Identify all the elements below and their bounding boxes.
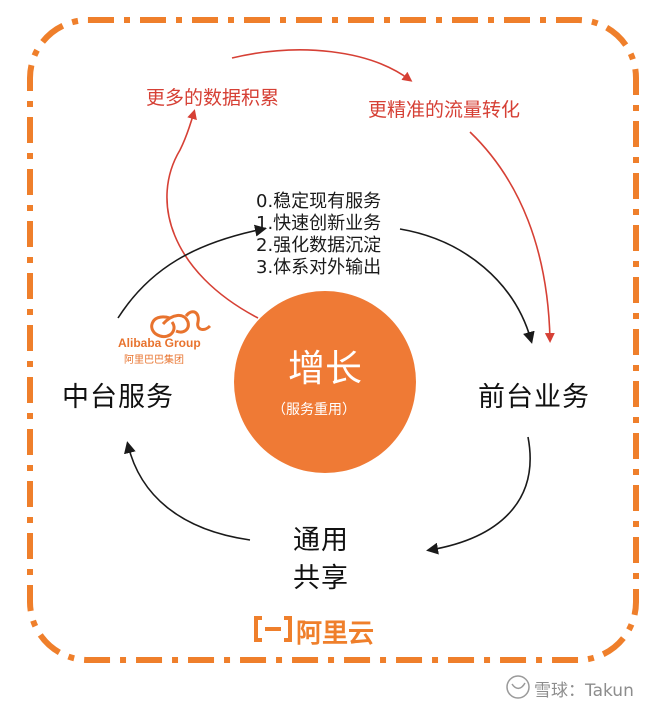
node-front-business: 前台业务	[478, 382, 590, 413]
node-shared-line2: 共享	[293, 563, 349, 594]
aliyun-logo-text: 阿里云	[296, 619, 375, 649]
capability-list: 0.稳定现有服务 1.快速创新业务 2.强化数据沉淀 3.体系对外输出	[256, 191, 381, 279]
center-title: 增长	[288, 347, 362, 390]
node-middle-platform: 中台服务	[62, 382, 174, 413]
red-arrow-up	[166, 109, 259, 319]
growth-circle	[234, 291, 416, 473]
label-precise-conversion: 更精准的流量转化	[368, 99, 521, 121]
alibaba-logo-icon	[150, 310, 212, 339]
watermark-text: 雪球：Takun	[534, 681, 634, 701]
node-shared-line1: 通用	[293, 525, 349, 556]
capability-item: 0.稳定现有服务	[256, 191, 382, 212]
capability-item: 3.体系对外输出	[256, 257, 382, 278]
label-more-data: 更多的数据积累	[146, 87, 280, 109]
black-arrow-top-right	[399, 228, 535, 344]
capability-item: 1.快速创新业务	[256, 213, 382, 234]
black-arrow-top-left	[117, 224, 267, 319]
capability-item: 2.强化数据沉淀	[256, 235, 382, 256]
black-arrow-right	[426, 436, 531, 555]
black-arrow-left	[124, 441, 251, 541]
xueqiu-icon	[506, 675, 530, 699]
center-subtitle: （服务重用）	[272, 402, 356, 418]
red-arrow-top	[231, 49, 413, 82]
aliyun-logo-icon	[254, 616, 292, 642]
dashed-frame	[27, 17, 639, 663]
alibaba-wordmark: Alibaba Group	[118, 336, 201, 350]
red-arrow-down	[469, 131, 555, 343]
alibaba-cn-name: 阿里巴巴集团	[124, 355, 184, 366]
